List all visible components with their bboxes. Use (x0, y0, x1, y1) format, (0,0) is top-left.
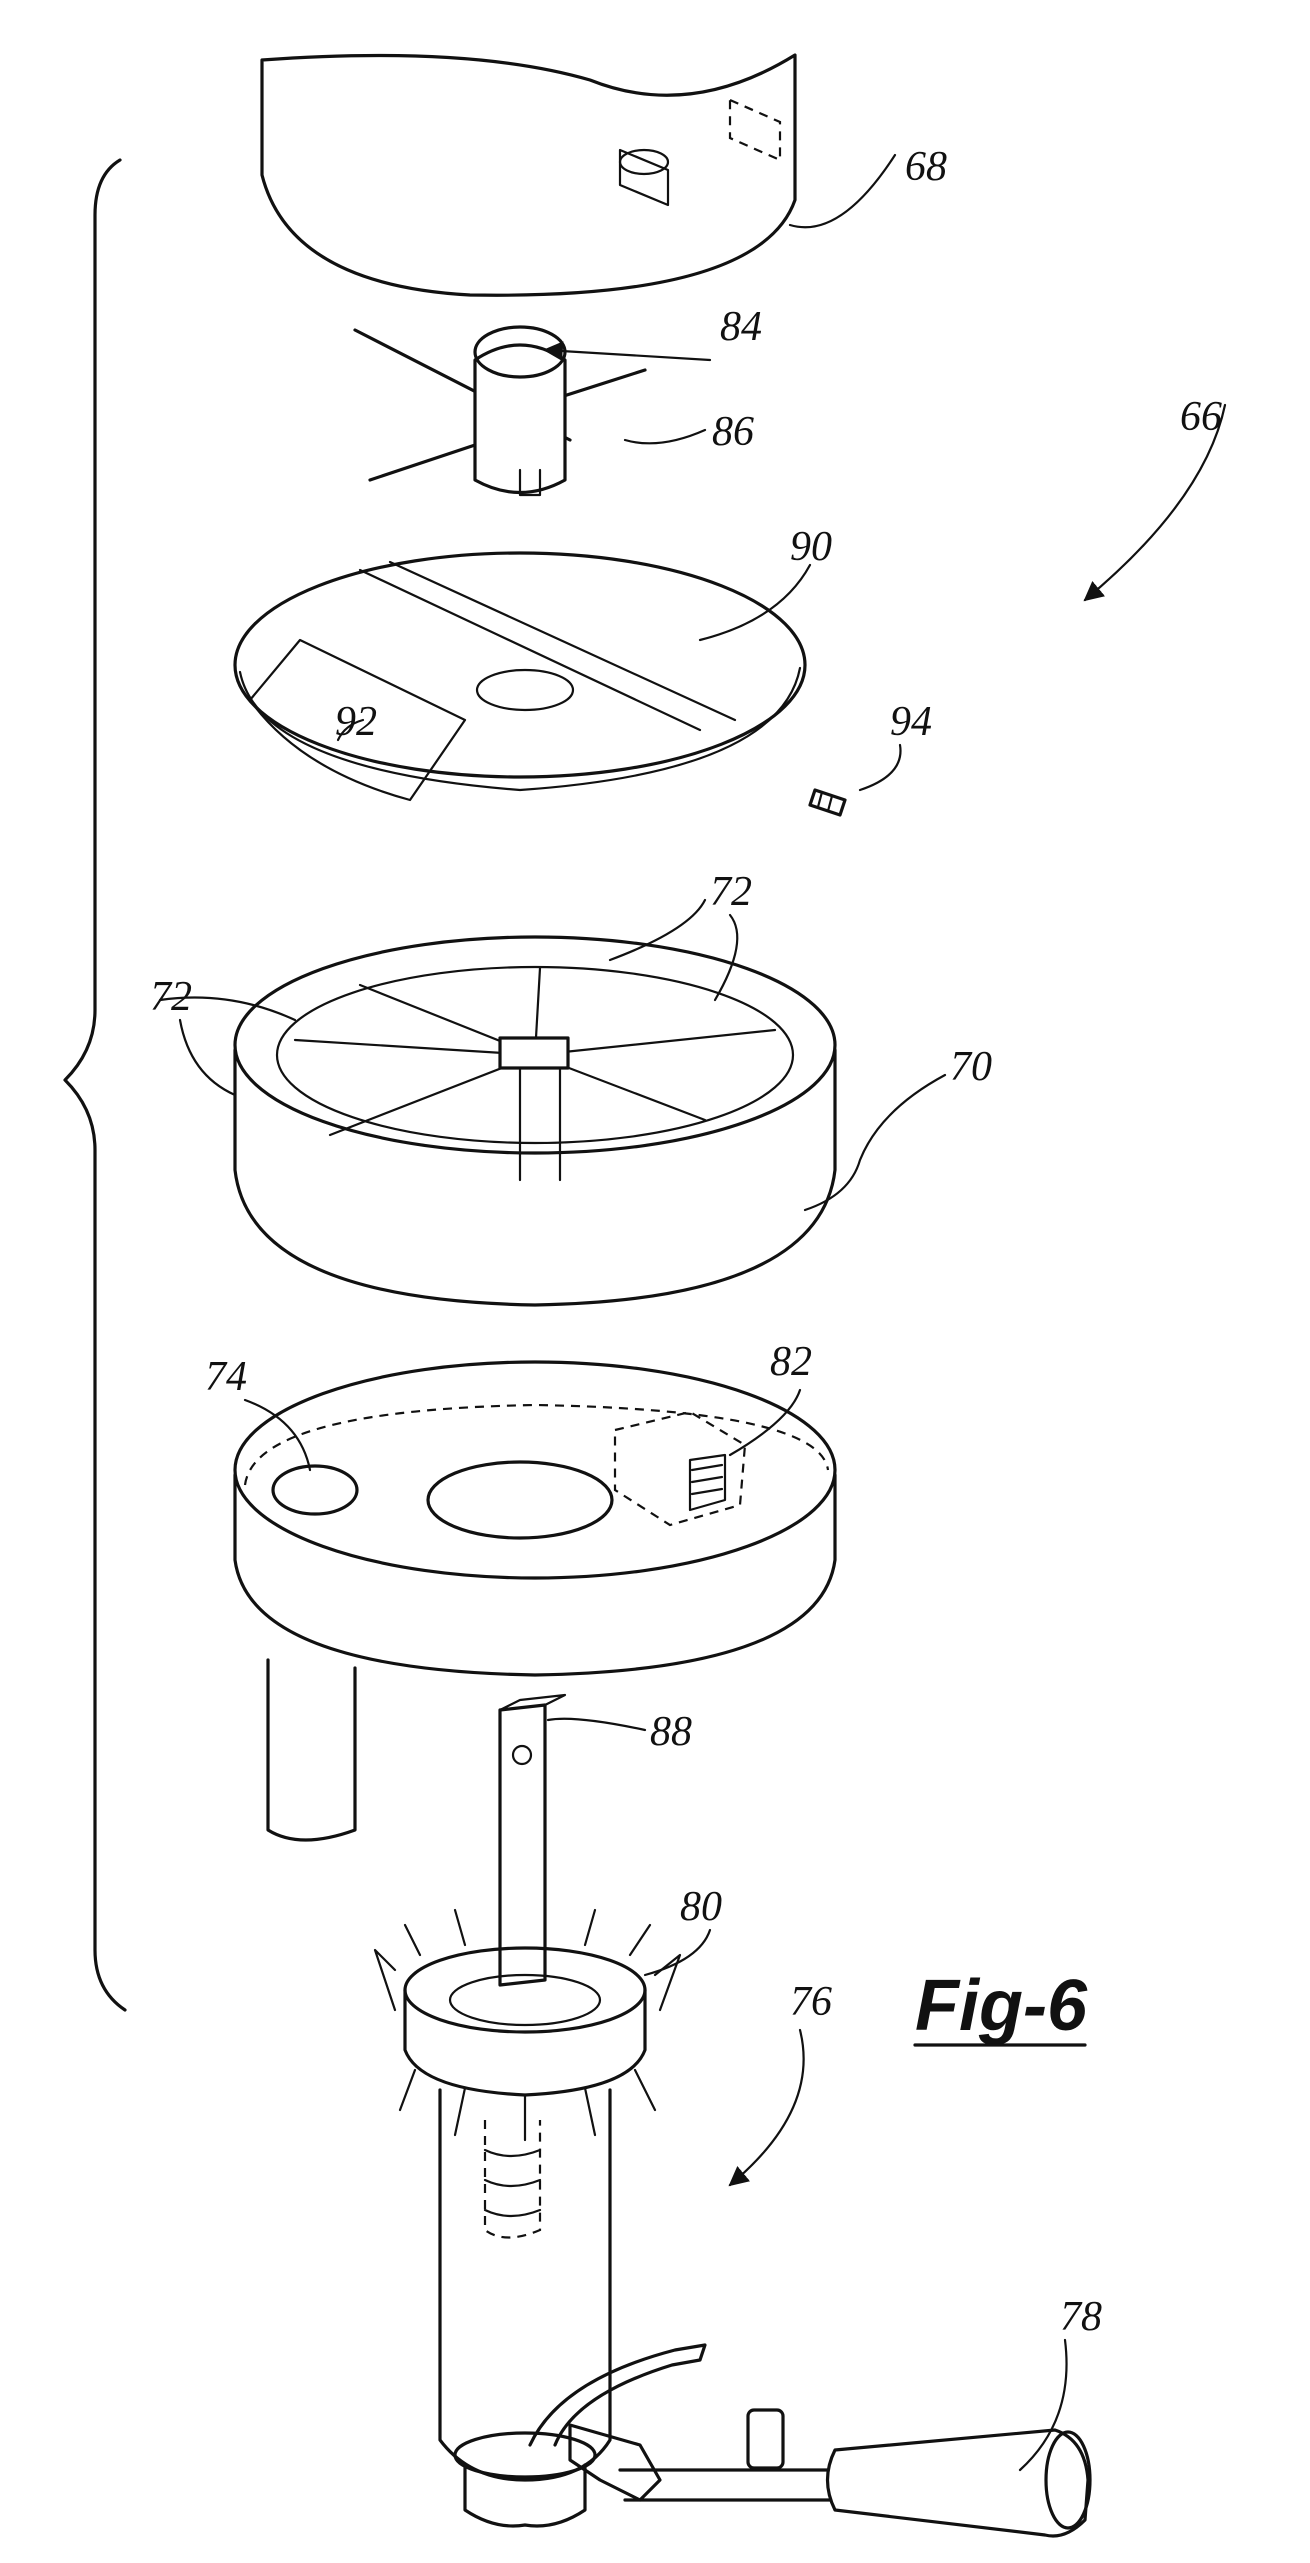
label-74: 74 (205, 1354, 247, 1400)
drive-shaft-88 (500, 1695, 565, 1985)
set-screw-94 (810, 790, 845, 815)
motor-76 (440, 2090, 610, 2526)
label-68: 68 (905, 144, 947, 190)
leader-lines (160, 155, 1225, 2470)
label-88: 88 (650, 1709, 692, 1755)
label-84: 84 (720, 304, 762, 350)
label-92: 92 (335, 699, 377, 745)
label-72-left: 72 (150, 974, 192, 1020)
label-80: 80 (680, 1884, 722, 1930)
cutter-disk-90 (235, 553, 805, 800)
housing-68 (262, 55, 795, 295)
assembly-brace (65, 160, 125, 2010)
label-70: 70 (950, 1044, 992, 1090)
label-94: 94 (890, 699, 932, 745)
lever-78 (530, 2345, 1090, 2536)
cross-pin-hub-84 (355, 327, 645, 495)
impeller-70 (235, 937, 835, 1305)
label-86: 86 (712, 409, 754, 455)
label-72-top: 72 (710, 869, 752, 915)
label-76: 76 (790, 1979, 832, 2025)
label-78: 78 (1060, 2294, 1102, 2340)
label-90: 90 (790, 524, 832, 570)
figure-title: Fig-6 (915, 1966, 1088, 2046)
label-82: 82 (770, 1339, 812, 1385)
label-66: 66 (1180, 394, 1222, 440)
